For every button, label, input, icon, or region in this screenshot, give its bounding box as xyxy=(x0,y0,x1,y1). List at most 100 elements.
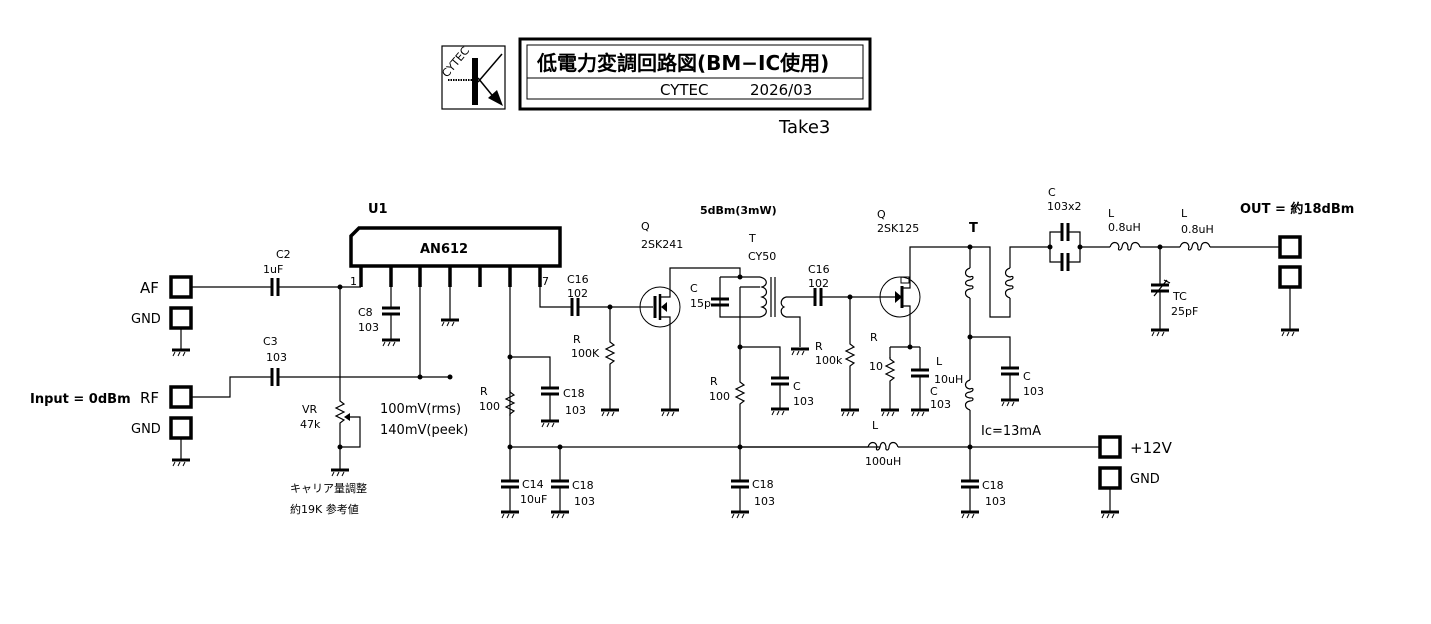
stage1-power-note: 5dBm(3mW) xyxy=(700,204,777,217)
transformer-t1-secondary xyxy=(780,296,787,318)
ic-pin-7-label: 7 xyxy=(542,275,549,288)
tc-value: 25pF xyxy=(1171,305,1198,318)
ground-icon xyxy=(539,419,561,429)
terminal-af-gnd-label: GND xyxy=(131,312,161,327)
c18d-ref: C18 xyxy=(982,479,1004,492)
company-name: CYTEC xyxy=(660,81,709,99)
tc-ref: TC xyxy=(1172,290,1187,303)
c16b-value: 102 xyxy=(808,277,829,290)
c-dec2-value: 103 xyxy=(793,395,814,408)
title-block: 低電力変調回路図(BM−IC使用) CYTEC 2026/03 xyxy=(518,37,872,111)
terminal-out[interactable] xyxy=(1278,235,1302,259)
inductor-l-choke xyxy=(867,441,899,451)
c-dec2-ref: C xyxy=(793,380,801,393)
terminal-rf-gnd[interactable] xyxy=(169,416,193,440)
terminal-rf-gnd-label: GND xyxy=(131,422,161,437)
c-tune-value: 15p xyxy=(690,297,711,310)
ground-icon xyxy=(599,408,621,418)
revision-label: Take3 xyxy=(778,117,830,138)
ground-icon xyxy=(170,458,192,468)
resistor-r-gate2 xyxy=(845,341,855,369)
r-gate1-ref: R xyxy=(573,333,581,346)
terminal-vcc-label: +12V xyxy=(1130,439,1173,457)
ground-icon xyxy=(1149,328,1171,338)
capacitor-c14 xyxy=(499,479,521,489)
c14-ref: C14 xyxy=(522,478,544,491)
c18d-value: 103 xyxy=(985,495,1006,508)
l-choke-ref: L xyxy=(872,419,879,432)
r-src-ref: R xyxy=(870,331,878,344)
t1-value: CY50 xyxy=(748,250,776,263)
inductor-l-drain xyxy=(964,379,974,411)
l2-value: 0.8uH xyxy=(1181,223,1214,236)
ic-current-note: Ic=13mA xyxy=(981,424,1041,439)
ic-pin-1-label: 1 xyxy=(350,275,357,288)
terminal-vcc[interactable] xyxy=(1098,435,1122,459)
ground-icon xyxy=(769,407,791,417)
resistor-r-gate1 xyxy=(605,339,615,367)
capacitor-c-src xyxy=(909,368,931,378)
capacitor-c2 xyxy=(270,276,280,298)
ground-icon xyxy=(959,510,981,520)
c18b-ref: C18 xyxy=(572,479,594,492)
terminal-af-gnd[interactable] xyxy=(169,306,193,330)
transformer-t1-primary xyxy=(759,276,768,318)
terminal-rf[interactable] xyxy=(169,385,193,409)
carrier-adjust-note: キャリア量調整 xyxy=(290,481,367,495)
ground-icon xyxy=(879,408,901,418)
ground-icon xyxy=(549,510,571,520)
af-level-rms: 100mV(rms) xyxy=(380,402,461,417)
terminal-af-label: AF xyxy=(140,279,159,297)
ground-icon xyxy=(499,510,521,520)
resistor-r-dec2 xyxy=(735,379,745,407)
r-dec2-value: 100 xyxy=(709,390,730,403)
c16b-ref: C16 xyxy=(808,263,830,276)
resistor-r-src xyxy=(885,356,895,384)
q1-ref: Q xyxy=(641,220,650,233)
terminal-vcc-gnd[interactable] xyxy=(1098,466,1122,490)
capacitor-c-bypass xyxy=(999,366,1021,376)
ground-icon xyxy=(659,408,681,418)
c18a-value: 103 xyxy=(565,404,586,417)
c8-ref: C8 xyxy=(358,306,373,319)
l-src-value: 10uH xyxy=(934,373,963,386)
af-level-peak: 140mV(peek) xyxy=(380,423,468,438)
r-dec2-ref: R xyxy=(710,375,718,388)
c-src-value: 103 xyxy=(930,398,951,411)
q2-value: 2SK125 xyxy=(877,222,919,235)
diagram-date: 2026/03 xyxy=(750,81,812,99)
vr-ref: VR xyxy=(302,403,318,416)
r-gate2-ref: R xyxy=(815,340,823,353)
trimmer-capacitor-tc[interactable] xyxy=(1149,279,1171,297)
ground-icon xyxy=(839,408,861,418)
r-gate1-value: 100K xyxy=(571,347,600,360)
ground-icon xyxy=(999,398,1021,408)
ground-icon xyxy=(329,468,351,478)
potentiometer-vr[interactable] xyxy=(335,398,345,426)
capacitor-c3 xyxy=(270,366,280,388)
terminal-af[interactable] xyxy=(169,275,193,299)
c2-value: 1uF xyxy=(263,263,283,276)
q2-ref: Q xyxy=(877,208,886,221)
ground-icon xyxy=(729,510,751,520)
capacitor-c-out-1 xyxy=(1060,221,1070,243)
capacitor-c18c xyxy=(729,479,751,489)
r-src-value: 10 xyxy=(869,360,883,373)
terminal-out-gnd[interactable] xyxy=(1278,265,1302,289)
c3-value: 103 xyxy=(266,351,287,364)
inductor-l2 xyxy=(1179,241,1211,251)
capacitor-c8 xyxy=(380,306,402,316)
logo: CYTEC xyxy=(439,44,506,110)
diagram-title: 低電力変調回路図(BM−IC使用) xyxy=(536,51,829,75)
c16a-ref: C16 xyxy=(567,273,589,286)
vr-value: 47k xyxy=(300,418,321,431)
capacitor-c18b xyxy=(549,479,571,489)
ground-icon xyxy=(909,408,931,418)
l-src-ref: L xyxy=(936,355,943,368)
q1-value: 2SK241 xyxy=(641,238,683,251)
output-level-note: OUT = 約18dBm xyxy=(1240,201,1354,217)
c18c-value: 103 xyxy=(754,495,775,508)
c18b-value: 103 xyxy=(574,495,595,508)
l-choke-value: 100uH xyxy=(865,455,901,468)
